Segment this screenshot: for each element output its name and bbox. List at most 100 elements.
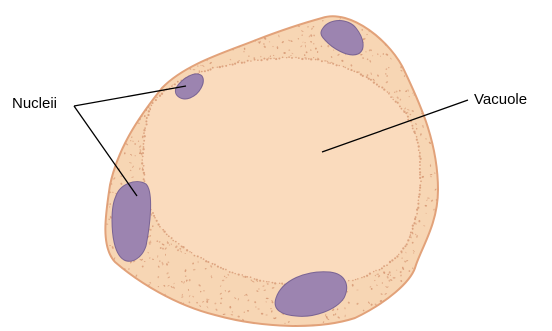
tonoplast-dot [172,240,174,242]
tonoplast-dot [412,127,414,129]
tonoplast-dot [146,123,148,125]
tonoplast-dot [394,257,396,259]
tonoplast-dot [376,84,378,86]
tonoplast-dot [142,156,144,158]
tonoplast-dot [250,60,251,61]
tonoplast-dot [225,269,227,271]
tonoplast-dot [353,71,355,73]
tonoplast-dot [197,255,199,257]
tonoplast-dot [418,200,420,202]
tonoplast-dot [144,127,146,129]
tonoplast-dot [266,281,268,283]
tonoplast-dot [279,283,281,285]
tonoplast-dot [222,268,224,270]
tonoplast-dot [419,187,421,189]
tonoplast-dot [419,164,421,166]
tonoplast-dot [175,241,177,243]
tonoplast-dot [242,274,244,276]
tonoplast-dot [275,58,277,60]
tonoplast-dot [221,65,223,67]
tonoplast-dot [404,245,406,247]
tonoplast-dot [416,136,418,138]
tonoplast-dot [417,203,419,205]
tonoplast-dot [366,275,368,277]
tonoplast-dot [142,169,144,171]
tonoplast-dot [417,142,419,144]
tonoplast-dot [407,239,409,241]
tonoplast-dot [263,280,265,282]
tonoplast-dot [361,277,362,278]
tonoplast-dot [168,235,170,237]
tonoplast-dot [257,59,259,61]
tonoplast-dot [225,65,227,67]
tonoplast-dot [360,73,362,75]
tonoplast-dot [414,132,416,134]
tonoplast-dot [410,234,412,236]
tonoplast-dot [352,280,354,282]
tonoplast-dot [234,63,236,65]
tonoplast-dot [141,159,143,161]
tonoplast-dot [166,234,168,236]
tonoplast-dot [366,76,368,78]
tonoplast-dot [383,89,385,91]
tonoplast-dot [308,58,310,60]
tonoplast-dot [381,86,383,88]
tonoplast-dot [343,66,344,67]
nucleus-left [112,182,151,262]
tonoplast-dot [378,86,380,88]
tonoplast-dot [163,230,165,232]
tonoplast-dot [419,168,421,170]
tonoplast-dot [147,114,149,116]
tonoplast-dot [247,60,249,62]
tonoplast-dot [178,243,180,245]
tonoplast-dot [375,270,376,271]
tonoplast-dot [191,252,192,253]
tonoplast-dot [301,58,303,60]
tonoplast-dot [162,229,164,231]
tonoplast-dot [305,58,307,60]
tonoplast-dot [155,99,157,101]
tonoplast-dot [207,69,209,71]
tonoplast-dot [369,272,371,274]
cytoplasm-granule [288,49,290,51]
tonoplast-dot [250,276,252,278]
tonoplast-dot [181,245,183,247]
tonoplast-dot [260,59,262,61]
tonoplast-dot [152,212,154,214]
nuclei-label: Nucleii [12,96,57,111]
tonoplast-dot [347,68,349,70]
tonoplast-dot [411,125,413,127]
tonoplast-dot [383,265,385,267]
tonoplast-dot [419,174,421,176]
tonoplast-dot [144,180,146,182]
tonoplast-dot [142,148,144,150]
tonoplast-dot [363,276,365,278]
tonoplast-dot [238,274,240,276]
tonoplast-dot [397,102,399,104]
tonoplast-dot [391,259,393,261]
tonoplast-dot [412,224,414,226]
tonoplast-dot [148,110,150,112]
tonoplast-dot [232,272,234,274]
tonoplast-dot [398,254,399,255]
tonoplast-dot [171,85,173,87]
tonoplast-dot [282,56,284,58]
tonoplast-dot [153,215,155,217]
tonoplast-dot [409,236,411,238]
tonoplast-dot [263,58,265,60]
tonoplast-dot [418,196,420,198]
tonoplast-dot [186,249,188,251]
tonoplast-dot [189,251,190,252]
tonoplast-dot [254,59,256,61]
tonoplast-dot [143,172,145,174]
tonoplast-dot [348,280,350,282]
tonoplast-dot [143,178,145,180]
tonoplast-dot [419,152,421,154]
tonoplast-dot [234,273,235,274]
tonoplast-dot [219,66,221,68]
tonoplast-dot [399,105,401,107]
tonoplast-dot [229,271,231,273]
tonoplast-dot [220,267,222,269]
tonoplast-dot [194,255,196,257]
tonoplast-dot [171,237,173,239]
